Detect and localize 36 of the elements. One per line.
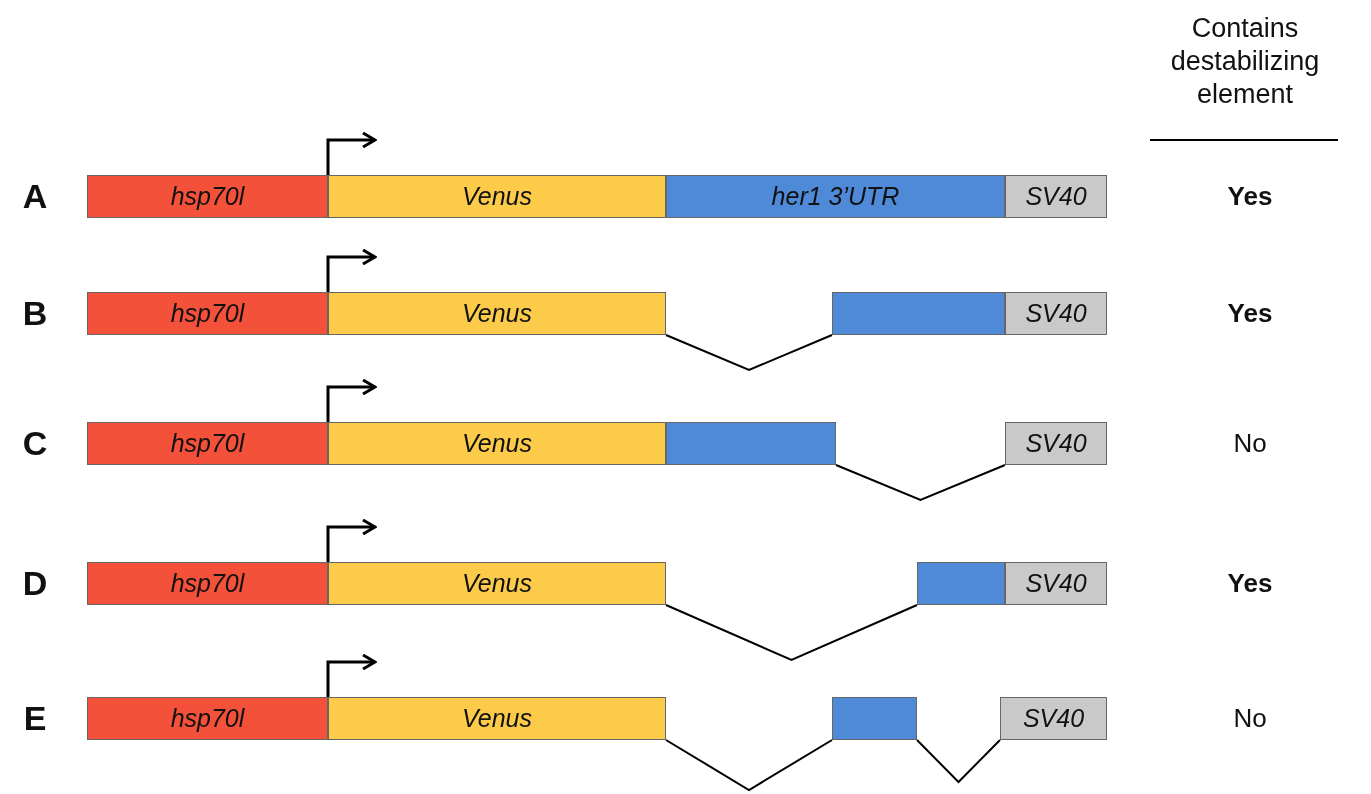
splice-junction-line [916,739,1001,784]
utr-segment [917,562,1005,605]
splice-junction-line [665,739,833,792]
splice-junction-line [665,334,833,372]
polyadenylation-segment: SV40 [1005,292,1107,335]
promoter-segment: hsp70l [87,175,328,218]
utr-segment: her1 3’UTR [666,175,1005,218]
row-letter: B [21,294,49,333]
polyadenylation-segment: SV40 [1005,562,1107,605]
polyadenylation-segment: SV40 [1000,697,1107,740]
row-letter: C [21,424,49,463]
polyadenylation-segment: SV40 [1005,175,1107,218]
row-letter: E [22,699,48,738]
utr-segment [832,697,917,740]
answer-text: Yes [1226,181,1274,212]
answer-text: Yes [1226,568,1274,599]
reporter-gene-segment: Venus [328,175,666,218]
reporter-gene-segment: Venus [328,697,666,740]
reporter-gene-segment: Venus [328,292,666,335]
promoter-segment: hsp70l [87,697,328,740]
row-letter: D [21,564,49,603]
reporter-gene-segment: Venus [328,562,666,605]
splice-junction-line [835,464,1006,502]
answer-text: No [1232,428,1268,459]
promoter-segment: hsp70l [87,422,328,465]
row-letter: A [21,177,49,216]
promoter-segment: hsp70l [87,292,328,335]
promoter-segment: hsp70l [87,562,328,605]
reporter-gene-segment: Venus [328,422,666,465]
column-heading: Contains destabilizing element [1169,12,1321,111]
polyadenylation-segment: SV40 [1005,422,1107,465]
utr-segment [666,422,836,465]
answer-text: Yes [1226,298,1274,329]
splice-junction-line [665,604,918,662]
answer-text: No [1232,703,1268,734]
utr-segment [832,292,1005,335]
